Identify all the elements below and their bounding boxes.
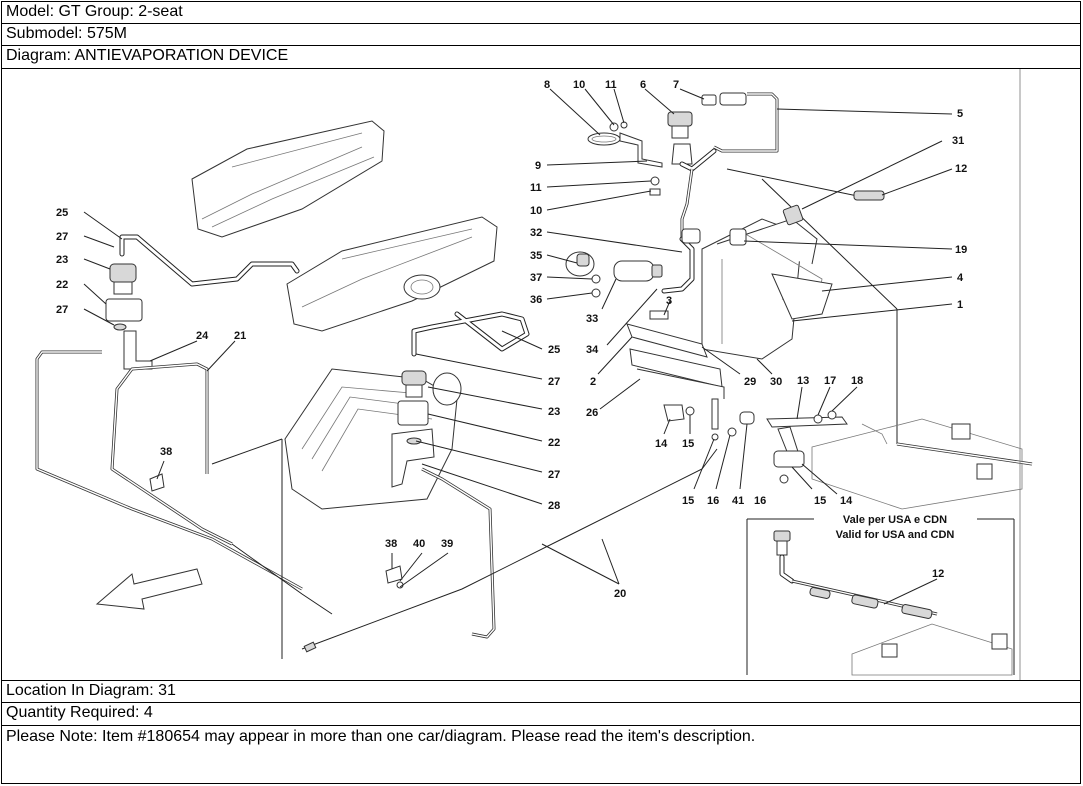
callout-24: 24 [196,330,209,342]
inset-title-it: Vale per USA e CDN [843,514,947,526]
inset-title-en: Valid for USA and CDN [836,529,955,541]
callout-39: 39 [441,538,453,550]
exploded-diagram: Vale per USA e CDN Valid for USA and CDN [2,69,1080,681]
callout-8: 8 [544,79,550,91]
callout-12: 12 [932,568,944,580]
callouts: 8 10 11 6 7 5 31 12 9 11 10 32 19 35 37 … [56,79,967,600]
callout-14: 14 [655,438,668,450]
callout-19: 19 [955,244,967,256]
callout-35: 35 [530,250,542,262]
callout-7: 7 [673,79,679,91]
callout-22: 22 [548,437,560,449]
callout-27: 27 [548,376,560,388]
callout-28: 28 [548,500,560,512]
callout-26: 26 [586,407,598,419]
callout-3: 3 [666,295,672,307]
valve-cover-rear [191,120,385,238]
solenoid-valve-left [105,263,153,370]
callout-18: 18 [851,375,863,387]
callout-9: 9 [535,160,541,172]
callout-13: 13 [797,375,809,387]
callout-1: 1 [957,299,963,311]
callout-36: 36 [530,294,542,306]
callout-25: 25 [548,344,560,356]
callout-38: 38 [385,538,397,550]
note-line: Please Note: Item #180654 may appear in … [6,728,756,745]
callout-17: 17 [824,375,836,387]
callout-23: 23 [548,406,560,418]
diagram-drawing: Vale per USA e CDN Valid for USA and CDN [35,69,1033,680]
callout-15: 15 [814,495,826,507]
callout-6: 6 [640,79,646,91]
model-line: Model: GT Group: 2-seat [2,2,1080,24]
callout-37: 37 [530,272,542,284]
callout-10: 10 [530,205,542,217]
callout-11: 11 [530,182,542,194]
callout-30: 30 [770,376,782,388]
callout-16: 16 [707,495,719,507]
callout-16: 16 [754,495,766,507]
callout-22: 22 [56,279,68,291]
diagram-line: Diagram: ANTIEVAPORATION DEVICE [2,46,1080,69]
callout-27: 27 [56,231,68,243]
callout-32: 32 [530,227,542,239]
callout-27: 27 [56,304,68,316]
callout-15: 15 [682,495,694,507]
callout-15: 15 [682,438,694,450]
callout-2: 2 [590,376,596,388]
callout-10: 10 [573,79,585,91]
callout-25: 25 [56,207,68,219]
callout-11: 11 [605,79,617,91]
callout-33: 33 [586,313,598,325]
callout-34: 34 [586,344,599,356]
carbon-canister [701,218,833,360]
leader-lines [83,88,953,605]
callout-40: 40 [413,538,425,550]
check-valve-6 [667,111,693,165]
submodel-line: Submodel: 575M [2,24,1080,46]
location-line: Location In Diagram: 31 [2,681,1080,703]
callout-31: 31 [952,135,964,147]
callout-21: 21 [234,330,246,342]
callout-29: 29 [744,376,756,388]
callout-4: 4 [957,272,964,284]
callout-12: 12 [955,163,967,175]
callout-14: 14 [840,495,853,507]
solenoid-valve-center [391,370,435,488]
callout-41: 41 [732,495,744,507]
valve-cover-front [286,216,498,332]
callout-5: 5 [957,108,963,120]
direction-arrow [95,568,203,610]
callout-20: 20 [614,588,626,600]
callout-38: 38 [160,446,172,458]
quantity-line: Quantity Required: 4 [2,703,1080,726]
callout-23: 23 [56,254,68,266]
callout-27: 27 [548,469,560,481]
usa-cdn-inset: Vale per USA e CDN Valid for USA and CDN [746,514,1015,676]
air-filter-box [284,368,462,510]
